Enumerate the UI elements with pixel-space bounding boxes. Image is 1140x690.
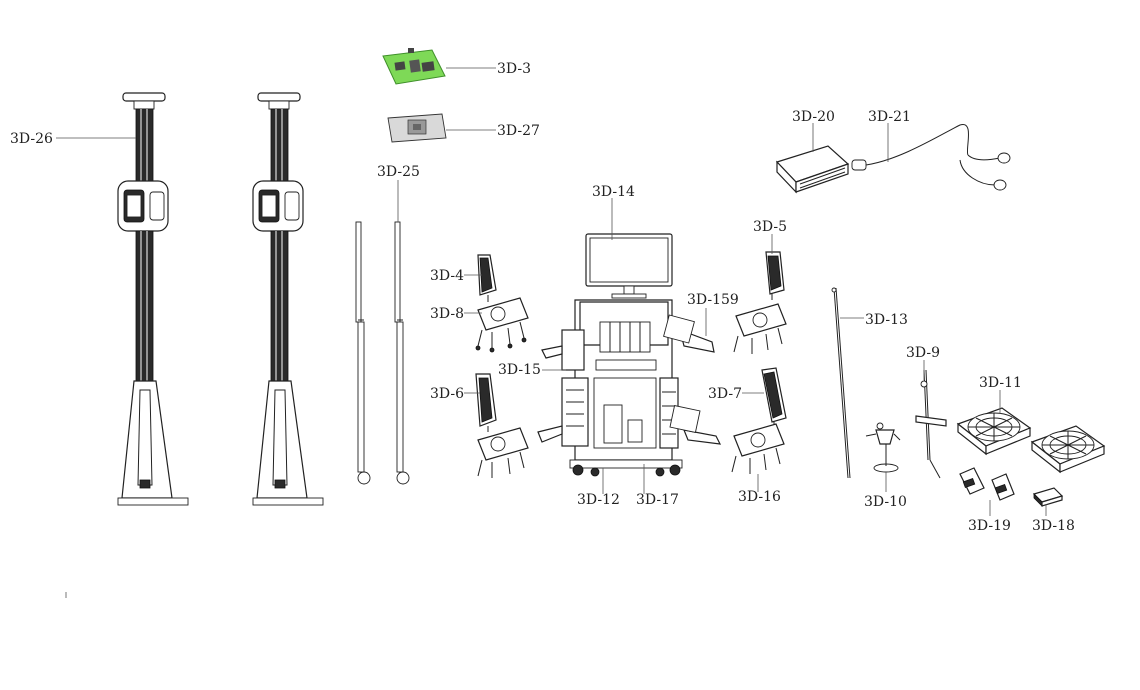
small-block xyxy=(1032,487,1064,507)
label-3d-9: 3D-9 xyxy=(906,345,940,361)
gray-circuit-board xyxy=(387,113,447,143)
wheel-clamp-3d-16 xyxy=(731,423,785,474)
target-panel-3d-5 xyxy=(765,251,785,300)
label-3d-5: 3D-5 xyxy=(753,219,787,235)
green-circuit-board xyxy=(382,48,446,85)
label-3d-159: 3D-159 xyxy=(687,292,739,308)
brake-stand xyxy=(865,422,901,473)
camera-column-left xyxy=(117,92,189,506)
steering-wheel-holder xyxy=(915,369,947,479)
wheel-clamp-3d-8 xyxy=(475,297,529,353)
label-3d-12: 3D-12 xyxy=(577,492,620,508)
label-3d-14: 3D-14 xyxy=(592,184,635,200)
label-3d-13: 3D-13 xyxy=(865,312,908,328)
wheel-clamp-3d-6 xyxy=(477,427,529,478)
label-3d-27: 3D-27 xyxy=(497,123,540,139)
label-3d-3: 3D-3 xyxy=(497,61,531,77)
wheel-clamp-3d-5 xyxy=(733,303,787,354)
label-3d-6: 3D-6 xyxy=(430,386,464,402)
camera-column-right xyxy=(252,92,324,506)
label-3d-10: 3D-10 xyxy=(864,494,907,510)
target-panel-3d-7 xyxy=(761,367,787,428)
label-3d-17: 3D-17 xyxy=(636,492,679,508)
power-supply-box xyxy=(775,145,850,194)
label-3d-11: 3D-11 xyxy=(979,375,1022,391)
label-3d-8: 3D-8 xyxy=(430,306,464,322)
label-3d-20: 3D-20 xyxy=(792,109,835,125)
label-3d-16: 3D-16 xyxy=(738,489,781,505)
label-3d-21: 3D-21 xyxy=(868,109,911,125)
label-3d-15: 3D-15 xyxy=(498,362,541,378)
turntable-right xyxy=(1030,425,1106,474)
target-panel-3d-6 xyxy=(475,373,497,432)
wheel-chocks xyxy=(959,467,1015,501)
monitor xyxy=(585,233,673,299)
label-3d-25: 3D-25 xyxy=(377,164,420,180)
turntable-left xyxy=(956,407,1032,456)
label-3d-4: 3D-4 xyxy=(430,268,464,284)
support-rod-right xyxy=(394,221,410,485)
label-3d-26: 3D-26 xyxy=(10,131,53,147)
label-3d-19: 3D-19 xyxy=(968,518,1011,534)
power-cable xyxy=(851,124,1011,191)
label-3d-18: 3D-18 xyxy=(1032,518,1075,534)
long-rod xyxy=(831,287,851,479)
support-rod-left xyxy=(355,221,371,485)
target-panel-3d-4 xyxy=(477,254,497,302)
aligner-cabinet xyxy=(537,299,722,477)
label-3d-7: 3D-7 xyxy=(708,386,742,402)
